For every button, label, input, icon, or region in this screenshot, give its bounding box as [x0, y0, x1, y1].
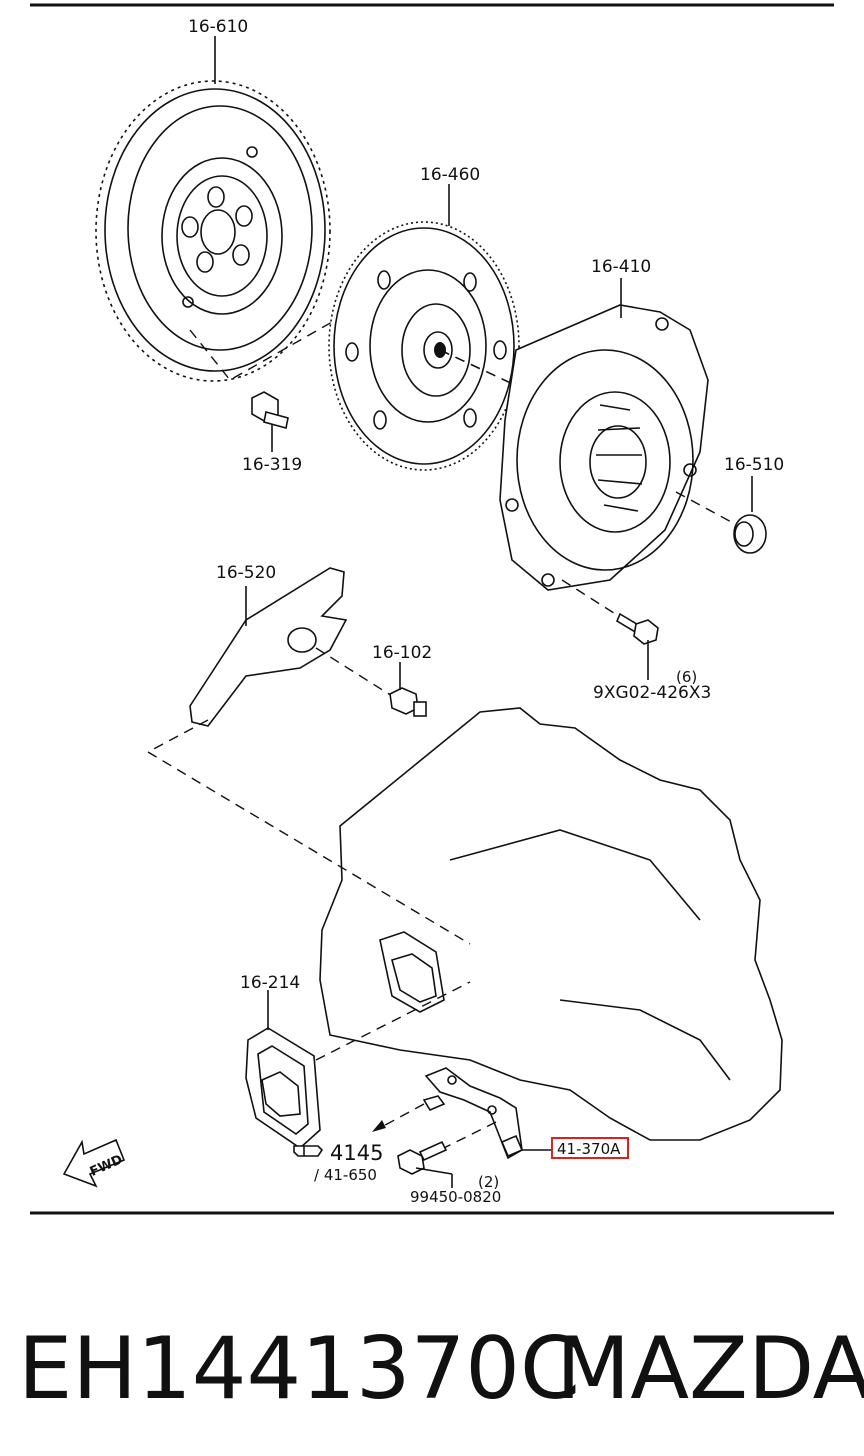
label-bracket-bolt: 99450-0820 [410, 1188, 501, 1206]
label-release-fork: 16-520 [216, 563, 276, 583]
label-pivot-bolt: 16-102 [372, 643, 432, 663]
bracket-bolt[interactable] [397, 1140, 448, 1175]
label-clutch-disc: 16-460 [420, 165, 480, 185]
cover-bolt[interactable] [615, 612, 659, 645]
label-dust-boot: 16-214 [240, 973, 300, 993]
fwd-arrow-icon: FWD [62, 1138, 125, 1188]
label-cover-bolt: 9XG02-426X3 [593, 683, 711, 703]
footer-part-number: EH1441370C [18, 1319, 580, 1419]
label-clutch-cover: 16-410 [591, 257, 651, 277]
label-flywheel: 16-610 [188, 17, 248, 37]
label-bracket-highlight[interactable]: 41-370A [557, 1140, 621, 1158]
footer-brand: MAZDA [556, 1319, 864, 1419]
release-fork[interactable] [189, 567, 348, 727]
flywheel[interactable] [95, 80, 331, 382]
label-ref-41-650[interactable]: / 41-650 [314, 1166, 377, 1184]
release-bearing[interactable] [733, 514, 767, 554]
label-flywheel-bolt: 16-319 [242, 455, 302, 475]
pivot-bolt[interactable] [389, 687, 427, 717]
transmission-housing [319, 707, 783, 1141]
label-bracket-bolt-qty: (2) [478, 1173, 499, 1191]
label-cover-bolt-qty: (6) [676, 668, 697, 686]
clutch-cover[interactable] [499, 304, 709, 591]
label-release-bearing: 16-510 [724, 455, 784, 475]
clutch-disc[interactable] [328, 221, 520, 471]
highlight-box [551, 1137, 629, 1159]
flywheel-bolt[interactable] [251, 391, 289, 429]
dust-boot[interactable] [245, 1027, 321, 1150]
reference-pointer-icon [293, 1145, 324, 1157]
label-ref-4145[interactable]: 4145 [330, 1141, 383, 1165]
